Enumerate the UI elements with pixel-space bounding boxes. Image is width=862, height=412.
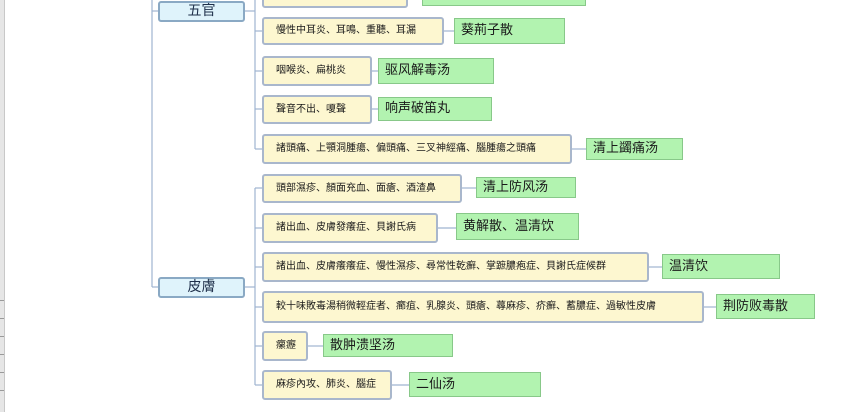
category-pifu[interactable]: 皮膚: [158, 277, 245, 298]
node-6[interactable]: 諸出血、皮膚癢癢症、慢性濕疹、尋常性乾癬、掌蹠膿疱症、貝謝氏症候群: [262, 252, 649, 282]
category-wuguan[interactable]: 五官: [158, 1, 245, 22]
formula-label-3[interactable]: 清上蠲痛汤: [586, 138, 683, 160]
formula-label-8[interactable]: 散肿溃坚汤: [323, 334, 453, 357]
formula-text: 黄解散、温清饮: [463, 219, 555, 234]
left-gutter: [0, 0, 5, 412]
node-text: 慢性中耳炎、耳鳴、重聽、耳漏: [276, 25, 416, 36]
formula-label-1[interactable]: 驱风解毒汤: [378, 58, 494, 84]
formula-text: 葵荊子散: [461, 23, 514, 38]
node-text: 聲音不出、嗄聲: [276, 104, 346, 115]
formula-text: 清上蠲痛汤: [593, 141, 659, 156]
formula-text: 荆防败毒散: [723, 299, 789, 314]
formula-label-5[interactable]: 黄解散、温清饮: [456, 213, 579, 240]
label-partial-top[interactable]: [422, 0, 586, 6]
node-text: 頭部濕疹、顏面充血、面瘡、酒渣鼻: [276, 183, 436, 194]
node-text: 麻疹內攻、肺炎、腦症: [276, 379, 376, 390]
node-9[interactable]: 麻疹內攻、肺炎、腦症: [262, 370, 392, 400]
node-1[interactable]: 咽喉炎、扁桃炎: [262, 56, 372, 86]
node-text: 較十味敗毒湯稍微輕症者、癤疽、乳腺炎、頭瘡、蕁麻疹、疥癬、蓄膿症、過敏性皮膚: [276, 301, 656, 312]
node-3[interactable]: 諸頭痛、上顎洞腫瘍、偏頭痛、三叉神經痛、腦腫瘍之頭痛: [262, 134, 572, 164]
formula-label-2[interactable]: 响声破笛丸: [378, 97, 492, 121]
formula-text: 驱风解毒汤: [385, 63, 451, 78]
node-0[interactable]: 慢性中耳炎、耳鳴、重聽、耳漏: [262, 17, 444, 45]
node-text: 諸出血、皮膚癢癢症、慢性濕疹、尋常性乾癬、掌蹠膿疱症、貝謝氏症候群: [276, 261, 606, 272]
node-text: 諸出血、皮膚發癢症、貝謝氏病: [276, 222, 416, 233]
node-5[interactable]: 諸出血、皮膚發癢症、貝謝氏病: [262, 213, 438, 243]
formula-label-9[interactable]: 二仙汤: [409, 372, 541, 397]
category-wuguan-label: 五官: [187, 3, 216, 19]
formula-text: 二仙汤: [416, 377, 456, 392]
formula-label-6[interactable]: 温清饮: [662, 254, 780, 279]
node-partial-top[interactable]: [262, 0, 408, 8]
node-8[interactable]: 瘰癧: [262, 331, 308, 361]
formula-text: 散肿溃坚汤: [330, 338, 396, 353]
node-4[interactable]: 頭部濕疹、顏面充血、面瘡、酒渣鼻: [262, 174, 462, 203]
formula-text: 响声破笛丸: [385, 101, 451, 116]
formula-label-0[interactable]: 葵荊子散: [454, 18, 565, 44]
formula-text: 清上防风汤: [483, 180, 549, 195]
formula-label-4[interactable]: 清上防风汤: [476, 177, 576, 198]
node-2[interactable]: 聲音不出、嗄聲: [262, 95, 372, 124]
formula-label-7[interactable]: 荆防败毒散: [716, 294, 815, 319]
formula-text: 温清饮: [669, 259, 709, 274]
node-text: 瘰癧: [276, 340, 296, 351]
node-7[interactable]: 較十味敗毒湯稍微輕症者、癤疽、乳腺炎、頭瘡、蕁麻疹、疥癬、蓄膿症、過敏性皮膚: [262, 291, 704, 323]
node-text: 諸頭痛、上顎洞腫瘍、偏頭痛、三叉神經痛、腦腫瘍之頭痛: [276, 143, 536, 154]
node-text: 咽喉炎、扁桃炎: [276, 65, 346, 76]
category-pifu-label: 皮膚: [187, 279, 216, 295]
